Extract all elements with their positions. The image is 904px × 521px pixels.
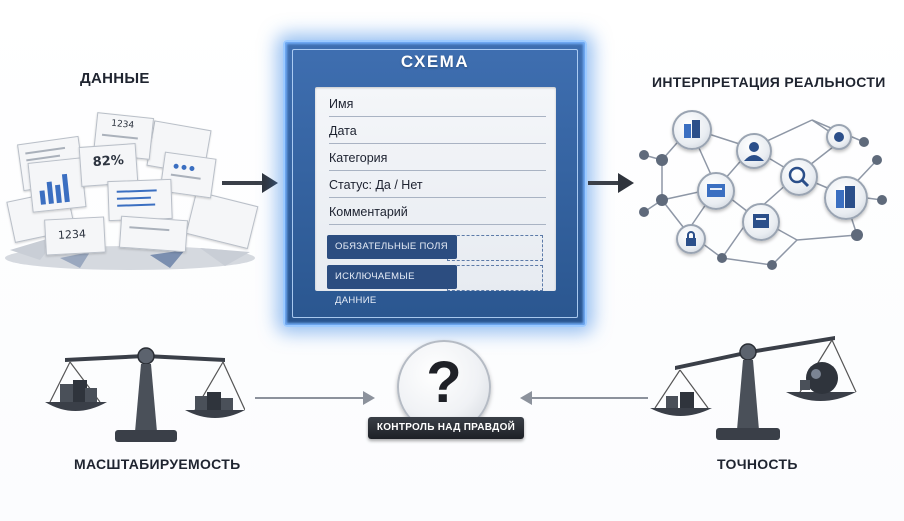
target-icon [826, 124, 852, 150]
field-name: Имя [329, 89, 546, 117]
tag-dash-box [447, 265, 543, 291]
bar-chart-icon [39, 173, 70, 205]
paper [159, 151, 217, 199]
chart-icon [697, 172, 735, 210]
paper-chart [27, 157, 87, 213]
paper-number: 1234 [57, 227, 87, 242]
balance-scale-icon [650, 336, 857, 440]
arrow-head-icon [363, 391, 375, 405]
arrow-right-to-center [530, 397, 648, 399]
field-date: Дата [329, 116, 546, 144]
paper-pile: 1234 82% 1234 [0, 100, 270, 275]
balance-scale-icon [45, 347, 245, 442]
control-banner: КОНТРОЛЬ НАД ПРАВДОЙ [368, 417, 524, 439]
lock-icon [676, 224, 706, 254]
schema-frame [292, 49, 578, 318]
search-icon [780, 158, 818, 196]
schema-panel: Имя Дата Категория Статус: Да / Нет Комм… [315, 87, 556, 306]
document-icon [742, 203, 780, 241]
excluded-data-tag: ИСКЛЮЧАЕМЫЕ ДАННИЕ [327, 265, 457, 306]
arrow-head-icon [520, 391, 532, 405]
paper-lines [107, 178, 173, 222]
field-comment: Комментарий [329, 197, 546, 225]
field-category: Категория [329, 143, 546, 171]
building-icon [672, 110, 712, 150]
question-mark-icon: ? [426, 350, 462, 415]
paper-percent: 82% [92, 152, 125, 171]
paper: 1234 [44, 216, 106, 256]
tag-dash-box [447, 235, 543, 261]
user-icon [736, 133, 772, 169]
paper [118, 215, 189, 253]
accuracy-heading: ТОЧНОСТЬ [717, 456, 798, 472]
building-icon [824, 176, 868, 220]
dots-icon [170, 163, 201, 180]
field-status: Статус: Да / Нет [329, 170, 546, 198]
scalability-heading: МАСШТАБИРУЕМОСТЬ [74, 456, 241, 472]
schema-card: СХЕМА Имя Дата Категория Статус: Да / Не… [283, 40, 587, 327]
required-fields-tag: ОБЯЗАТЕЛЬНЫЕ ПОЛЯ [327, 235, 457, 259]
arrow-left-to-center [255, 397, 365, 399]
arrow-schema-to-network [588, 181, 620, 185]
paper-number: 1234 [110, 118, 135, 132]
schema-title: СХЕМА [400, 52, 470, 71]
arrow-head-icon [262, 173, 278, 193]
arrow-head-icon [618, 173, 634, 193]
data-heading: ДАННЫЕ [80, 70, 150, 87]
arrow-data-to-schema [222, 181, 262, 185]
interpretation-heading: ИНТЕРПРЕТАЦИЯ РЕАЛЬНОСТИ [652, 74, 886, 90]
